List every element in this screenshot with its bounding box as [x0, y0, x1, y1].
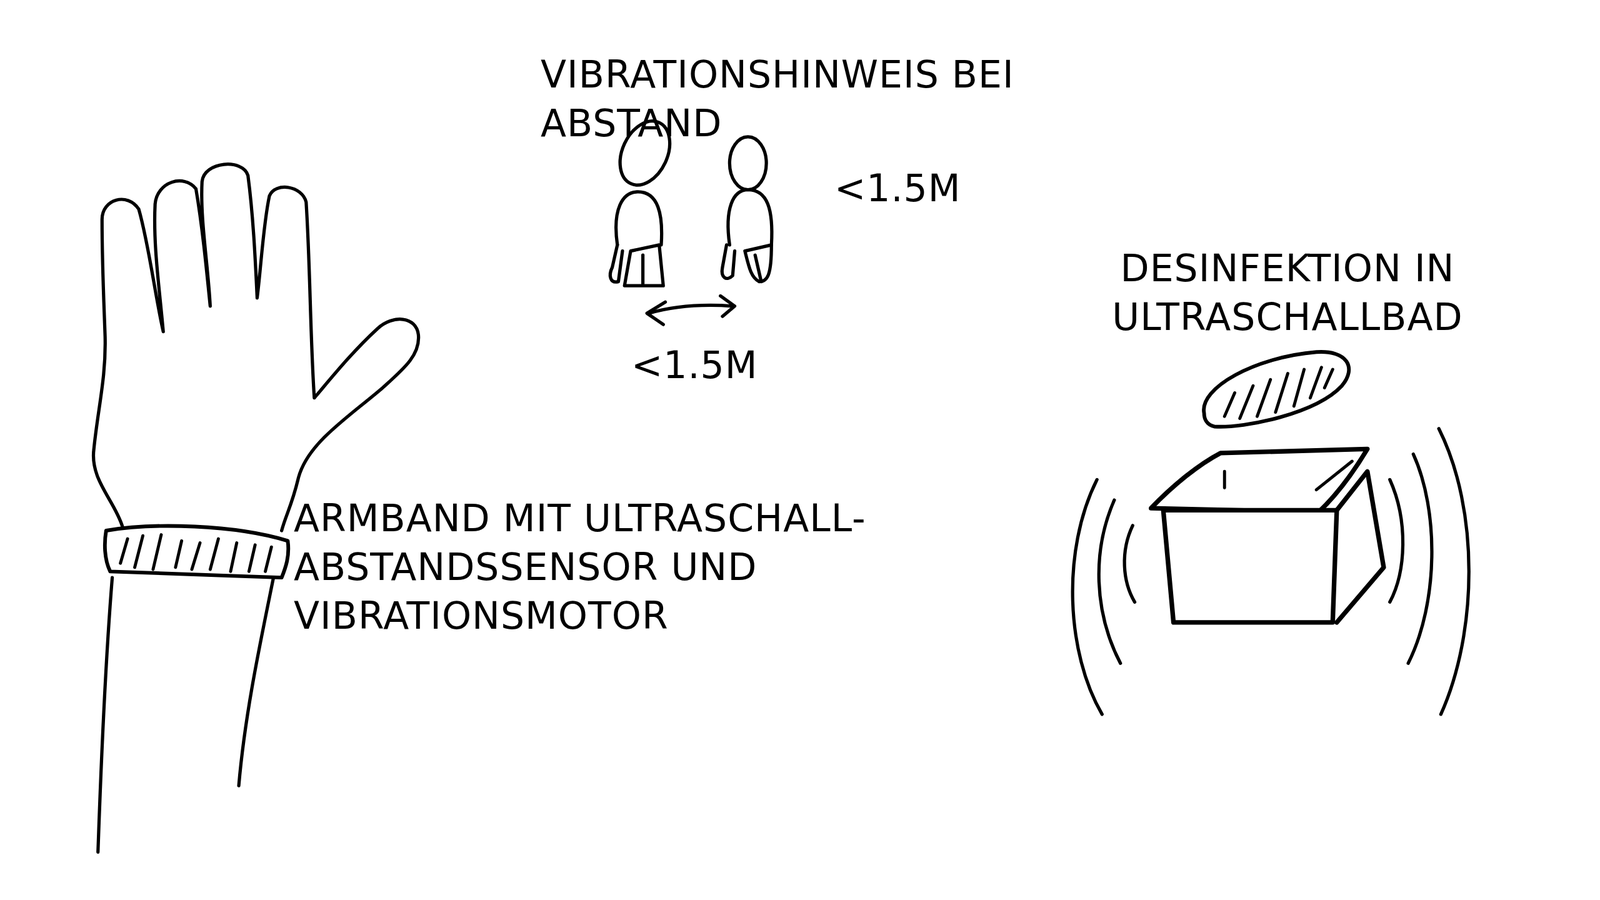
person-figure-stroke [755, 255, 762, 282]
vibration-lines-stroke [1124, 525, 1135, 602]
annotation-text: VIBRATIONSHINWEIS BEI ABSTAND [540, 50, 1091, 148]
wristband [105, 526, 289, 579]
ultrasonic-bath-stroke [1151, 448, 1368, 512]
vibration-lines [1072, 428, 1469, 715]
person-figure-stroke [616, 191, 662, 245]
ultrasonic-bath-stroke [1336, 471, 1384, 623]
vibration-lines-stroke [1072, 479, 1102, 715]
annotation-text: <1.5M [834, 163, 997, 213]
illustration-stroke [93, 113, 1469, 852]
annotation-text: ARMBAND MIT ULTRASCHALL-ABSTANDSSENSOR U… [293, 493, 1013, 640]
annotation-text: DESINFEKTION IN ULTRASCHALLBAD [1037, 243, 1538, 342]
ultrasonic-bath-stroke [1163, 510, 1337, 623]
ultrasonic-bath [1151, 448, 1384, 623]
bracelet-stroke [1224, 367, 1333, 419]
person-figure-stroke [745, 245, 772, 282]
person-figure [721, 136, 772, 282]
vibration-lines-stroke [1098, 500, 1120, 664]
bracelet-stroke [1203, 351, 1349, 427]
person-figure-stroke [624, 245, 664, 286]
distance-arrow-stroke [648, 305, 733, 314]
vibration-lines-stroke [1438, 428, 1469, 715]
bracelet [1203, 351, 1349, 427]
wristband-stroke [105, 526, 289, 579]
distance-arrow-stroke [720, 295, 735, 317]
person-figure-stroke [729, 136, 767, 190]
hand-drawing-stroke [98, 577, 113, 852]
hand-drawing-stroke [93, 164, 419, 531]
vibration-lines-stroke [1390, 479, 1404, 602]
person-figure-stroke [721, 245, 735, 279]
vibration-lines-stroke [1408, 454, 1432, 664]
ultrasonic-bath-stroke [1316, 461, 1352, 490]
wristband-stroke [120, 535, 272, 572]
distance-arrow [646, 295, 735, 325]
distance-arrow-stroke [646, 301, 665, 325]
hand-drawing-stroke [238, 577, 274, 786]
ultrasonic-bath-stroke [1224, 471, 1317, 510]
person-figure-stroke [610, 245, 623, 282]
person-figure-stroke [728, 190, 772, 245]
annotation-text: <1.5M [631, 340, 794, 390]
person-figure-stroke [641, 255, 645, 284]
